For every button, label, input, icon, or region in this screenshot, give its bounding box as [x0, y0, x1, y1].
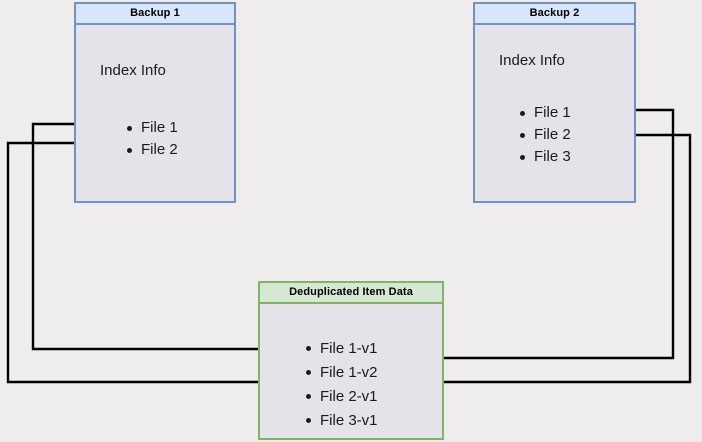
backup2-box: Backup 2 Index Info File 1 File 2 File 3 — [473, 2, 636, 203]
list-item: File 2 — [127, 139, 178, 161]
deduplicated-item-data-header: Deduplicated Item Data — [260, 283, 442, 304]
connector-backup2-file2-to-file2v1 — [388, 133, 692, 391]
list-item: File 1 — [127, 117, 178, 139]
list-item: File 2 — [520, 124, 571, 146]
backup1-index-info-label: Index Info — [100, 62, 166, 79]
backup1-header: Backup 1 — [76, 4, 234, 25]
deduplicated-item-data-box: Deduplicated Item Data File 1-v1 File 1-… — [258, 281, 444, 440]
backup2-header: Backup 2 — [475, 4, 634, 25]
list-item: File 3-v1 — [306, 409, 378, 433]
backup1-file-list: File 1 File 2 — [127, 117, 178, 161]
connector-backup1-file2-to-file2v1 — [6, 141, 299, 391]
backup2-index-info-label: Index Info — [499, 52, 565, 69]
deduplicated-item-list: File 1-v1 File 1-v2 File 2-v1 File 3-v1 — [306, 337, 378, 433]
list-item: File 1-v1 — [306, 337, 378, 361]
list-item: File 1-v2 — [306, 361, 378, 385]
backup2-file-list: File 1 File 2 File 3 — [520, 102, 571, 168]
list-item: File 1 — [520, 102, 571, 124]
list-item: File 2-v1 — [306, 385, 378, 409]
backup1-box: Backup 1 Index Info File 1 File 2 — [74, 2, 236, 203]
list-item: File 3 — [520, 146, 571, 168]
